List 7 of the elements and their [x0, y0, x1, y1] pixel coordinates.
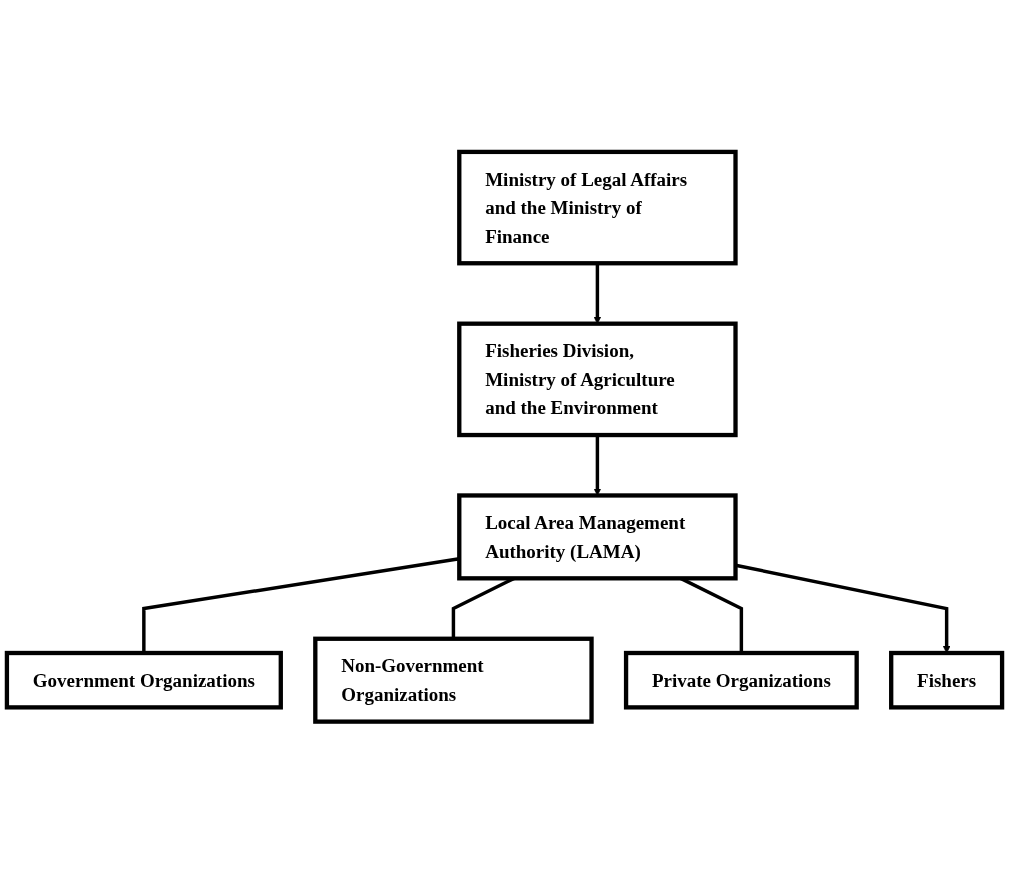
node-box: Local Area Management Authority (LAMA) [457, 493, 738, 581]
node-box: Government Organizations [4, 650, 283, 710]
node-box: Non-Government Organizations [313, 636, 594, 724]
node-box: Fisheries Division, Ministry of Agriculture and the Environment [457, 321, 738, 437]
node-box: Private Organizations [623, 650, 859, 710]
node-box: Fishers [889, 650, 1005, 710]
node-box: Ministry of Legal Affairs and the Ministry of Finance [457, 149, 738, 266]
